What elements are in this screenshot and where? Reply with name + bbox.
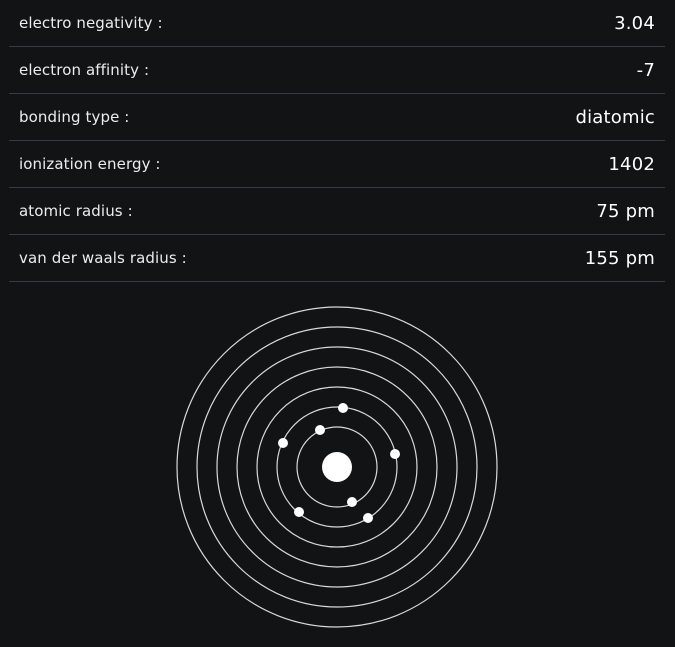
- electron: [338, 403, 348, 413]
- bohr-atom-model: [0, 288, 675, 647]
- property-label: bonding type :: [19, 108, 130, 126]
- orbit-shell: [296, 426, 378, 508]
- orbit-shell: [176, 306, 498, 628]
- orbit-shell: [276, 406, 398, 528]
- orbit-shell: [256, 386, 418, 548]
- property-value: 1402: [608, 153, 655, 175]
- property-label: ionization energy :: [19, 155, 161, 173]
- element-properties-list: electro negativity : 3.04 electron affin…: [9, 0, 665, 282]
- property-value: 155 pm: [584, 247, 655, 269]
- electron: [363, 513, 373, 523]
- property-row-electronegativity: electro negativity : 3.04: [9, 0, 665, 47]
- property-value: 3.04: [614, 12, 655, 34]
- property-value: -7: [636, 59, 655, 81]
- orbit-shell: [196, 326, 478, 608]
- atom-model-svg: [176, 306, 498, 628]
- electron: [390, 449, 400, 459]
- property-label: van der waals radius :: [19, 249, 187, 267]
- nucleus: [322, 452, 352, 482]
- electron: [278, 438, 288, 448]
- property-label: electron affinity :: [19, 61, 150, 79]
- property-value: 75 pm: [596, 200, 655, 222]
- orbit-shell: [236, 366, 438, 568]
- electron: [315, 425, 325, 435]
- property-value: diatomic: [575, 106, 655, 128]
- property-row-van-der-waals-radius: van der waals radius : 155 pm: [9, 235, 665, 282]
- property-row-electron-affinity: electron affinity : -7: [9, 47, 665, 94]
- electron: [294, 507, 304, 517]
- property-label: electro negativity :: [19, 14, 163, 32]
- electron: [347, 497, 357, 507]
- property-row-atomic-radius: atomic radius : 75 pm: [9, 188, 665, 235]
- property-row-bonding-type: bonding type : diatomic: [9, 94, 665, 141]
- orbit-shell: [216, 346, 458, 588]
- property-label: atomic radius :: [19, 202, 133, 220]
- property-row-ionization-energy: ionization energy : 1402: [9, 141, 665, 188]
